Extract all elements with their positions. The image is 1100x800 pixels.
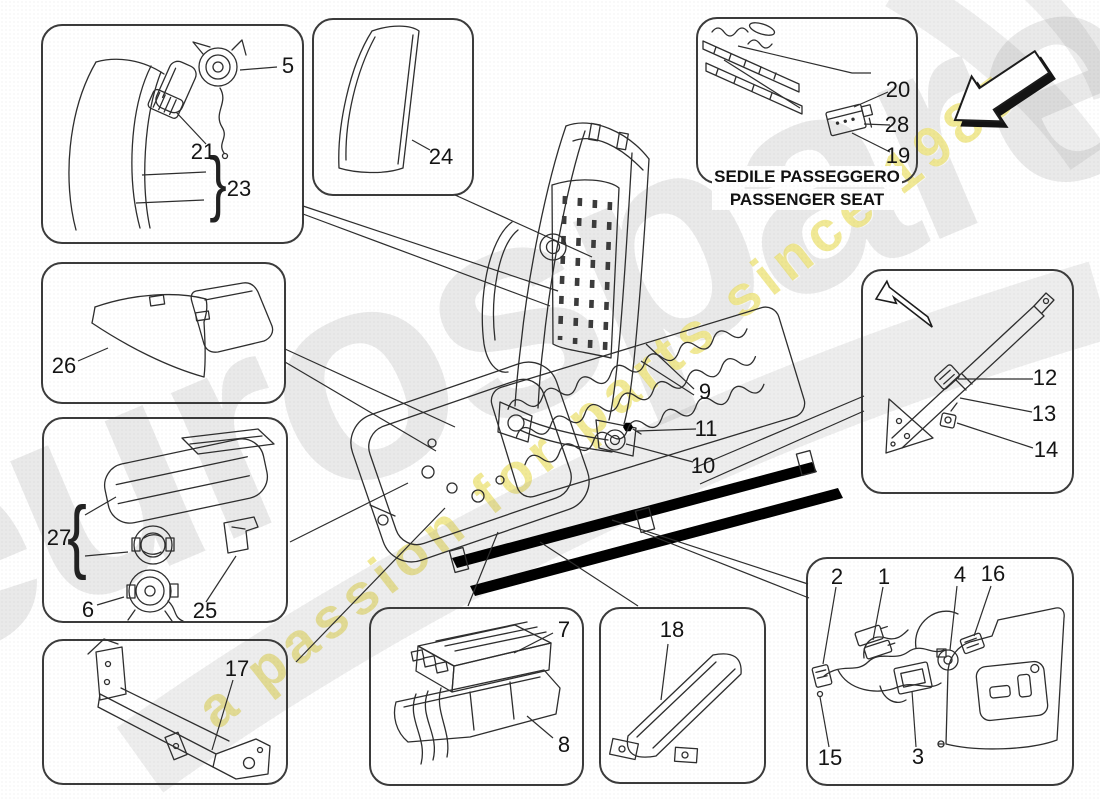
group-brace: { xyxy=(67,490,87,582)
seat-base-art xyxy=(350,306,843,596)
backrest-frame-art xyxy=(481,122,650,457)
wire-bracket-art xyxy=(608,653,742,764)
part-number-callout[interactable]: 27 xyxy=(47,527,71,549)
passenger-seat-caption-en: PASSENGER SEAT xyxy=(712,189,902,211)
part-number-callout[interactable]: 19 xyxy=(886,145,910,167)
part-number-callout[interactable]: 12 xyxy=(1033,367,1057,389)
part-number-label: 9 xyxy=(698,379,712,404)
small-arrow-icon xyxy=(874,279,933,328)
group-brace: } xyxy=(209,143,227,224)
box-cushion-fans xyxy=(42,417,288,623)
part-number-label: 6 xyxy=(81,597,95,622)
part-number-label: 10 xyxy=(690,453,716,478)
box-headrest-belt xyxy=(41,24,304,244)
part-number-callout[interactable]: 28 xyxy=(885,114,909,136)
part-number-label: 5 xyxy=(281,53,295,78)
part-number-callout[interactable]: 14 xyxy=(1034,439,1058,461)
part-number-label: 19 xyxy=(885,143,911,168)
part-number-label: 4 xyxy=(953,562,967,587)
part-number-callout[interactable]: 26 xyxy=(52,355,76,377)
part-number-label: 26 xyxy=(51,353,77,378)
part-number-callout[interactable]: 4 xyxy=(954,564,966,586)
headrest-belt-art xyxy=(68,39,247,231)
part-number-label: 20 xyxy=(885,77,911,102)
part-number-label: 1 xyxy=(877,564,891,589)
cushion-valance-art xyxy=(91,282,274,378)
part-number-label: 2 xyxy=(830,564,844,589)
part-number-callout[interactable]: 25 xyxy=(193,600,217,622)
part-number-callout[interactable]: 11 xyxy=(695,418,718,440)
part-number-label: 12 xyxy=(1032,365,1058,390)
part-number-callout[interactable]: 13 xyxy=(1032,403,1056,425)
part-number-label: 8 xyxy=(557,732,571,757)
part-number-callout[interactable]: 8 xyxy=(558,734,570,756)
box-back-panel xyxy=(312,18,474,196)
part-number-callout[interactable]: 2 xyxy=(831,566,843,588)
wiring-harness-art xyxy=(811,607,1065,750)
box-rail-bracket xyxy=(861,269,1074,494)
box-cushion-mat xyxy=(41,262,286,404)
part-number-label: 21 xyxy=(190,139,216,164)
crossmember-art xyxy=(87,638,271,780)
part-number-label: 7 xyxy=(557,617,571,642)
back-panel-art xyxy=(338,25,420,174)
part-number-callout[interactable]: 1 xyxy=(878,566,890,588)
part-number-callout[interactable]: 24 xyxy=(429,146,453,168)
part-number-callout[interactable]: 17 xyxy=(225,658,249,680)
part-number-callout[interactable]: 21 xyxy=(191,141,215,163)
part-number-label: 17 xyxy=(224,656,250,681)
box-passenger-seat xyxy=(696,17,918,184)
part-number-label: 3 xyxy=(911,744,925,769)
part-number-label: 15 xyxy=(817,745,843,770)
part-number-callout[interactable]: 20 xyxy=(886,79,910,101)
part-number-label: 24 xyxy=(428,144,454,169)
part-number-label: 25 xyxy=(192,598,218,623)
passenger-seat-caption-it: SEDILE PASSEGGERO xyxy=(712,166,902,188)
corner-swoosh-decoration xyxy=(116,0,1100,793)
part-number-callout[interactable]: 5 xyxy=(282,55,294,77)
part-number-callout[interactable]: 23 xyxy=(227,178,251,200)
ecu-module-art xyxy=(393,621,561,765)
part-number-callout[interactable]: 10 xyxy=(691,455,715,477)
passenger-seat-art xyxy=(702,22,874,137)
box-wire-bracket xyxy=(599,607,766,784)
part-number-label: 14 xyxy=(1033,437,1059,462)
rail-bracket-art xyxy=(874,279,1055,454)
part-number-label: 18 xyxy=(659,617,685,642)
cushion-fans-art xyxy=(103,428,275,622)
part-number-label: 16 xyxy=(980,561,1006,586)
part-number-callout[interactable]: 6 xyxy=(82,599,94,621)
box-wiring-harness xyxy=(806,557,1074,786)
part-number-label: 28 xyxy=(884,112,910,137)
panel-boxes xyxy=(41,17,1074,786)
part-number-callout[interactable]: 15 xyxy=(818,747,842,769)
part-number-label: 23 xyxy=(226,176,252,201)
box-crossmember xyxy=(42,639,288,785)
part-number-label: 13 xyxy=(1031,401,1057,426)
part-number-callout[interactable]: 7 xyxy=(558,619,570,641)
callout-lines xyxy=(77,45,1034,751)
direction-arrow-icon xyxy=(953,49,1056,128)
part-number-callout[interactable]: 18 xyxy=(660,619,684,641)
part-number-callout[interactable]: 3 xyxy=(912,746,924,768)
part-number-label: 11 xyxy=(694,416,718,441)
part-number-label: 27 xyxy=(46,525,72,550)
part-number-callout[interactable]: 9 xyxy=(699,381,711,403)
part-number-callout[interactable]: 16 xyxy=(981,563,1005,585)
box-ecu-module xyxy=(369,607,584,786)
